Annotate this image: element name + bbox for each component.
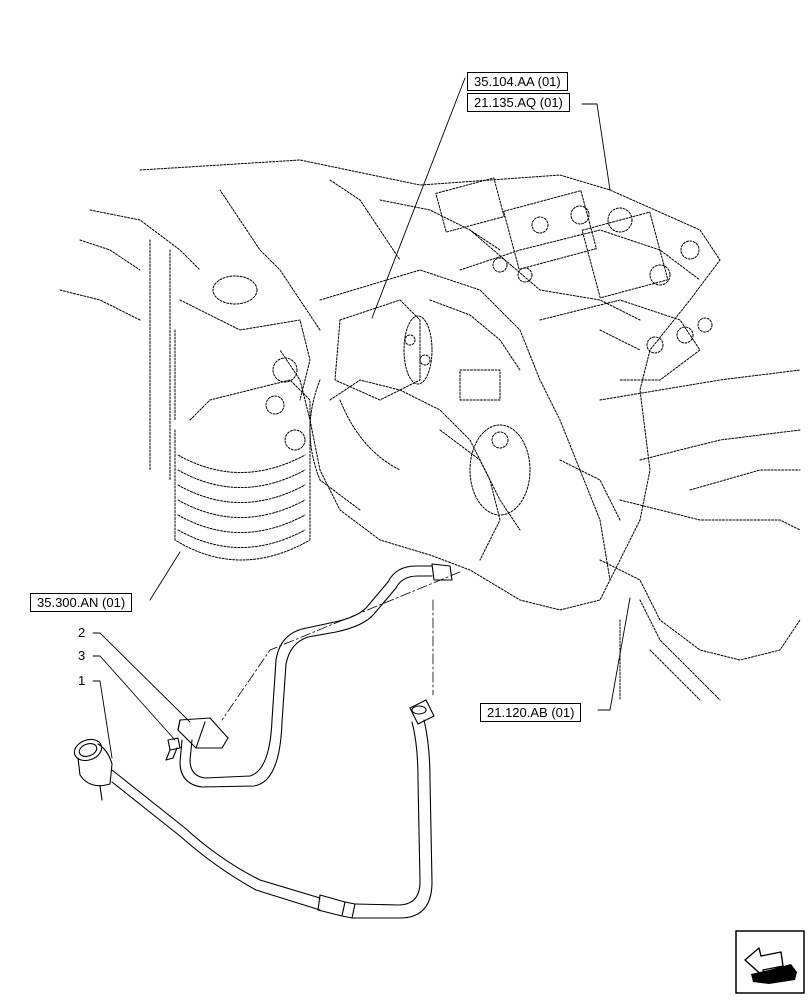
- reference-label-35-300[interactable]: 35.300.AN (01): [30, 593, 133, 612]
- callout-2: 2: [78, 625, 86, 640]
- hydraulic-pump: [309, 299, 531, 516]
- navigation-arrow-icon[interactable]: [735, 930, 805, 994]
- callout-3: 3: [78, 648, 86, 663]
- callout-1: 1: [78, 673, 86, 688]
- center-lines: [221, 571, 461, 721]
- transmission-housing: [59, 159, 801, 701]
- callout-leaders: [92, 632, 191, 759]
- bolt-part-3: [165, 737, 181, 761]
- leader-lines: [149, 77, 631, 711]
- reference-label-21-120[interactable]: 21.120.AB (01): [480, 703, 582, 722]
- valve-block: [435, 177, 713, 354]
- reference-label-21-135[interactable]: 21.135.AQ (01): [467, 93, 570, 112]
- reference-label-35-104[interactable]: 35.104.AA (01): [467, 72, 568, 91]
- pipe-upper: [179, 563, 453, 788]
- filter-canister: [174, 275, 311, 561]
- pipe-lower: [73, 699, 435, 919]
- adapter-part-2: [177, 717, 229, 749]
